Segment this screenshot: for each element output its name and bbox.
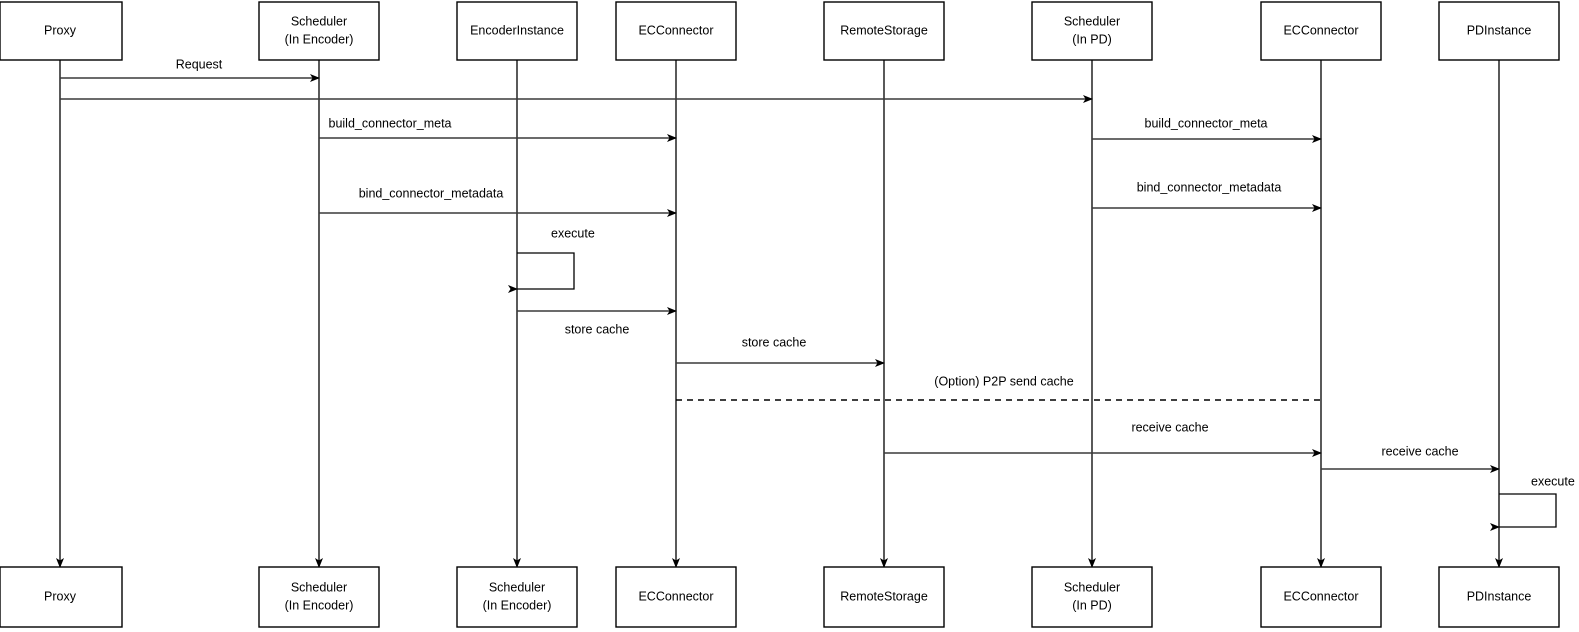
participant-name: PDInstance: [1467, 23, 1532, 37]
participant-name: RemoteStorage: [840, 23, 928, 37]
participant-top-proxy[interactable]: Proxy: [0, 1, 123, 61]
participant-box[interactable]: [0, 1, 123, 61]
participant-name: Scheduler: [291, 14, 347, 28]
participant-name: Scheduler: [1064, 580, 1120, 594]
participant-sublabel: (In Encoder): [285, 598, 354, 612]
participant-box[interactable]: [258, 566, 380, 628]
self-message-loop: [508, 252, 575, 293]
participant-box[interactable]: [823, 566, 945, 628]
self-message-label: execute: [551, 226, 595, 240]
participant-box[interactable]: [615, 1, 737, 61]
participant-name: RemoteStorage: [840, 589, 928, 603]
message-label: store cache: [565, 322, 630, 336]
participant-name: ECConnector: [1283, 23, 1358, 37]
participant-sublabel: (In Encoder): [483, 598, 552, 612]
participant-bottom-sched-pd-b[interactable]: Scheduler (In PD): [1031, 566, 1153, 628]
message-label: (Option) P2P send cache: [934, 374, 1073, 388]
message-label: bind_connector_metadata: [359, 186, 504, 200]
participant-bottom-proxy-b[interactable]: Proxy: [0, 566, 123, 628]
participant-box[interactable]: [823, 1, 945, 61]
message-label: build_connector_meta: [1145, 116, 1268, 130]
participant-top-remote[interactable]: RemoteStorage: [823, 1, 945, 61]
self-message-loop: [1490, 493, 1557, 531]
participant-box[interactable]: [615, 566, 737, 628]
participant-box[interactable]: [1031, 566, 1153, 628]
participant-box[interactable]: [0, 566, 123, 628]
participant-box[interactable]: [1031, 1, 1153, 61]
participant-name: Proxy: [44, 23, 77, 37]
self-messages-layer: execute execute: [508, 226, 1575, 531]
participant-bottom-ecc-enc-b[interactable]: ECConnector: [615, 566, 737, 628]
participant-bottom-remote-b[interactable]: RemoteStorage: [823, 566, 945, 628]
participant-bottom-sched-enc-b[interactable]: Scheduler (In Encoder): [258, 566, 380, 628]
participant-sublabel: (In Encoder): [285, 32, 354, 46]
participant-boxes-top: Proxy Scheduler (In Encoder) EncoderInstanc…: [0, 1, 1560, 61]
message-label: Request: [176, 57, 223, 71]
participant-sublabel: (In PD): [1072, 32, 1112, 46]
participant-top-encoder-inst[interactable]: EncoderInstance: [456, 1, 578, 61]
participant-name: Proxy: [44, 589, 77, 603]
participant-boxes-bottom: Proxy Scheduler (In Encoder) Scheduler (In E…: [0, 566, 1560, 628]
participant-name: Scheduler: [1064, 14, 1120, 28]
participant-box[interactable]: [258, 1, 380, 61]
participant-top-sched-pd[interactable]: Scheduler (In PD): [1031, 1, 1153, 61]
participant-name: ECConnector: [638, 589, 713, 603]
participant-top-sched-enc[interactable]: Scheduler (In Encoder): [258, 1, 380, 61]
lifelines-layer: [56, 60, 1503, 568]
participant-name: Scheduler: [489, 580, 545, 594]
message-label: receive cache: [1131, 420, 1208, 434]
message-label: build_connector_meta: [329, 116, 452, 130]
participant-top-ecc-enc[interactable]: ECConnector: [615, 1, 737, 61]
participant-box[interactable]: [1438, 1, 1560, 61]
participant-name: EncoderInstance: [470, 23, 564, 37]
participant-box[interactable]: [1438, 566, 1560, 628]
messages-layer: Request build_connector_meta build_connect…: [60, 57, 1500, 473]
participant-name: PDInstance: [1467, 589, 1532, 603]
participant-bottom-sched-enc2-b[interactable]: Scheduler (In Encoder): [456, 566, 578, 628]
participant-bottom-pd-inst-b[interactable]: PDInstance: [1438, 566, 1560, 628]
participant-bottom-ecc-pd-b[interactable]: ECConnector: [1260, 566, 1382, 628]
participant-box[interactable]: [456, 1, 578, 61]
participant-name: Scheduler: [291, 580, 347, 594]
participant-sublabel: (In PD): [1072, 598, 1112, 612]
message-label: store cache: [742, 335, 807, 349]
participant-top-ecc-pd[interactable]: ECConnector: [1260, 1, 1382, 61]
message-label: bind_connector_metadata: [1137, 180, 1282, 194]
self-message-label: execute: [1531, 474, 1575, 488]
participant-box[interactable]: [1260, 566, 1382, 628]
participant-box[interactable]: [1260, 1, 1382, 61]
participant-box[interactable]: [456, 566, 578, 628]
message-label: receive cache: [1381, 444, 1458, 458]
participant-name: ECConnector: [1283, 589, 1358, 603]
participant-name: ECConnector: [638, 23, 713, 37]
participant-top-pd-inst[interactable]: PDInstance: [1438, 1, 1560, 61]
